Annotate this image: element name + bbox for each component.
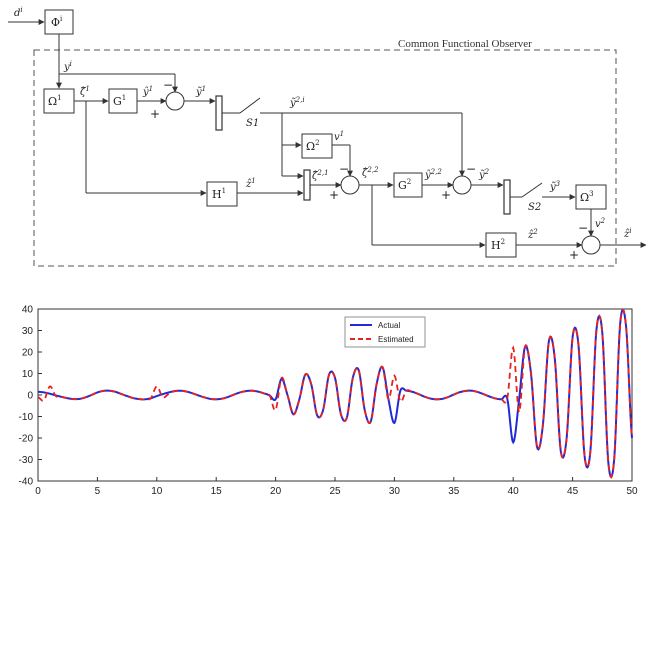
input-d-label: di	[14, 6, 23, 19]
axis-ticks: 0 5 10 15 20 25 30 35 40 45 50 40 30 20 10 0 -10 -20 -30 -4…	[19, 305, 638, 498]
ytilde3-label: ỹ3	[549, 180, 561, 193]
x-tick-label: 40	[508, 486, 520, 497]
summer-1	[165, 91, 185, 111]
minus-sign-2: −	[339, 162, 349, 176]
y-tick-label: -30	[19, 455, 34, 466]
zeta22-label: ζ̂2,2	[362, 166, 379, 179]
yhat1-label: ŷ1	[142, 85, 153, 98]
omega3-label: Ω3	[580, 190, 594, 204]
ytilde2-label: ỹ2	[478, 168, 490, 181]
y-tick-label: 10	[22, 369, 34, 380]
minus-sign-3: −	[466, 162, 476, 176]
x-tick-label: 0	[35, 486, 41, 497]
x-tick-label: 10	[151, 486, 163, 497]
summer-4	[581, 235, 601, 255]
zeta21-label: ζ̂2,1	[312, 169, 329, 182]
legend-box	[344, 316, 426, 348]
omega1-label: Ω1	[48, 94, 62, 108]
x-tick-label: 45	[567, 486, 579, 497]
mux-2	[303, 169, 311, 201]
z2-label: ẑ2	[527, 228, 538, 241]
y-tick-label: 40	[22, 305, 34, 316]
legend-label-estimated: Estimated	[378, 335, 414, 344]
switch-s2	[521, 182, 543, 198]
legend: Actual Estimated	[344, 316, 426, 348]
series-lines	[37, 308, 633, 479]
legend-label-actual: Actual	[378, 321, 400, 330]
y-tick-label: -40	[19, 477, 34, 488]
y-tick-label: 30	[22, 326, 34, 337]
ytilde1-label: ỹ1	[195, 85, 206, 98]
block-diagram: Common Functional Observer di Φi yi Ω1 ζ…	[8, 6, 647, 267]
observer-title: Common Functional Observer	[398, 38, 532, 50]
s1-label: S1	[246, 118, 259, 129]
y-label: yi	[63, 60, 72, 73]
g2-block	[393, 172, 423, 198]
omega2-block	[301, 133, 333, 159]
summer-2	[340, 175, 360, 195]
x-tick-label: 30	[389, 486, 401, 497]
observer-boundary	[33, 49, 617, 267]
y-tick-label: -20	[19, 434, 34, 445]
plus-sign-2: +	[329, 188, 339, 202]
y2i-label: ỹ2,i	[289, 96, 305, 109]
switch-s1	[239, 97, 261, 114]
x-tick-label: 20	[270, 486, 282, 497]
minus-sign-1: −	[163, 78, 173, 92]
y-tick-label: 0	[27, 391, 33, 402]
s2-label: S2	[528, 202, 541, 213]
h1-block	[206, 181, 238, 207]
omega2-label: Ω2	[306, 139, 320, 153]
plus-sign-1: +	[150, 107, 160, 121]
h2-label: H2	[491, 238, 505, 252]
x-tick-label: 35	[448, 486, 460, 497]
plus-sign-4: +	[569, 248, 579, 262]
y-tick-label: -10	[19, 412, 34, 423]
series-line-actual	[37, 308, 633, 479]
g2-label: G2	[398, 178, 411, 192]
omega3-block	[575, 184, 607, 210]
response-chart: 0 5 10 15 20 25 30 35 40 45 50 40 30 20 10 0 -10 -20 -30 -4…	[19, 305, 638, 498]
z1-label: ẑ1	[245, 177, 256, 190]
x-tick-label: 5	[95, 486, 101, 497]
plot-area	[37, 308, 633, 482]
mux-1	[215, 95, 223, 131]
yhat22-label: ŷ2,2	[424, 168, 442, 181]
phi-block	[44, 9, 74, 35]
h1-label: H1	[212, 187, 226, 201]
mux-3	[503, 179, 511, 215]
zeta1-label: ζ̂1	[80, 85, 90, 98]
h2-block	[485, 232, 517, 258]
g1-label: G1	[113, 94, 126, 108]
g1-block	[108, 88, 138, 114]
minus-sign-4: −	[578, 221, 588, 235]
y-tick-label: 20	[22, 348, 34, 359]
phi-label: Φi	[51, 15, 63, 29]
zi-label: ẑi	[623, 227, 632, 240]
v1-label: v1	[334, 130, 344, 143]
x-tick-label: 15	[211, 486, 223, 497]
x-tick-label: 25	[329, 486, 341, 497]
plus-sign-3: +	[441, 188, 451, 202]
v2-label: v2	[595, 217, 606, 230]
summer-3	[452, 175, 472, 195]
x-tick-label: 50	[626, 486, 638, 497]
